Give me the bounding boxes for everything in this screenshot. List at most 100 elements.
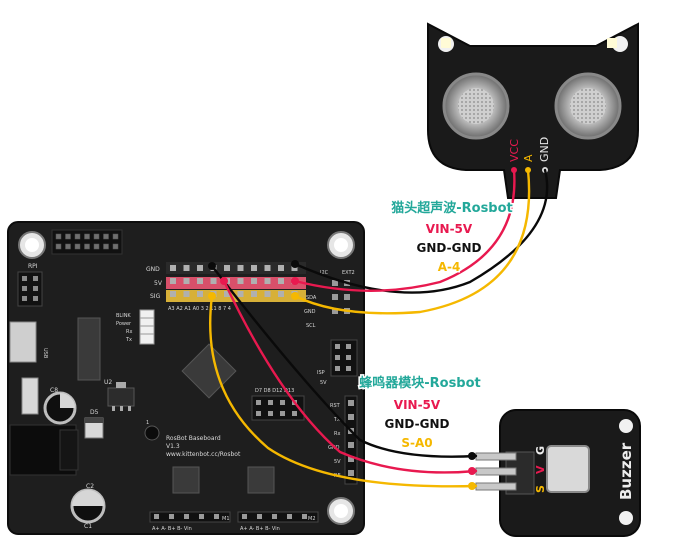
c1-label: C1 <box>84 523 92 530</box>
header-pin <box>154 514 159 519</box>
gnd-right-label: GND <box>304 309 316 315</box>
header-pin <box>332 280 338 286</box>
header-pin <box>214 514 219 519</box>
header-pin <box>224 265 230 271</box>
d-pin-labels: D7 D8 D12 D13 <box>255 388 294 394</box>
header-pin <box>22 296 27 301</box>
header-pin <box>348 400 354 406</box>
header-number-labels: A3 A2 A1 A0 3 2 11 8 7 4 <box>168 306 231 312</box>
usb-label: USB <box>42 348 48 359</box>
tx-label: Tx <box>125 337 132 343</box>
header-pin <box>346 355 351 360</box>
sig-row-label: SIG <box>150 293 161 300</box>
5v-row-label: 5V <box>154 280 163 287</box>
u2-label: U2 <box>104 379 112 386</box>
header-pin <box>33 296 38 301</box>
motor1-pin-labels: A+ A- B+ B- Vin <box>152 526 192 532</box>
m2-label: M2 <box>308 516 316 522</box>
header-pin <box>197 291 203 297</box>
header-pin <box>197 265 203 271</box>
power-label: Power <box>116 321 132 327</box>
ultrasonic-caption: 猫头超声波-Rosbot VIN-5V GND-GND A-4 <box>390 199 515 276</box>
header-pin <box>170 278 176 284</box>
buzzer-caption-gnd: GND-GND <box>385 417 450 431</box>
header-pin <box>183 291 190 297</box>
silk-url: www.kittenbot.cc/Rosbot <box>166 451 241 458</box>
wire-ultrasonic-signal <box>293 168 531 315</box>
header-pin <box>280 411 285 416</box>
header-pin <box>291 265 298 271</box>
header-pin <box>264 265 271 271</box>
c8-label: C8 <box>50 387 58 394</box>
wire-buzzer-vcc <box>222 279 478 474</box>
chip-motor-2 <box>247 466 275 494</box>
buzzer-caption-title: 蜂鸣器模块-Rosbot <box>359 375 481 391</box>
header-pin <box>74 243 81 250</box>
gnd-row-label: GND <box>146 266 160 273</box>
header-pin <box>103 233 109 240</box>
rx-label: Rx <box>126 329 132 335</box>
header-pin <box>344 294 350 300</box>
wire-buzzer-signal <box>209 294 478 488</box>
header-pin <box>55 233 62 240</box>
header-pin <box>224 291 230 297</box>
d5-label: D5 <box>90 409 99 416</box>
ultrasonic-pin-vcc: VCC <box>508 139 521 162</box>
ultrasonic-caption-gnd: GND-GND <box>417 241 482 255</box>
header-pin <box>348 414 354 420</box>
led-indicator <box>144 425 160 441</box>
header-pin <box>346 344 351 349</box>
buzzer-caption: 蜂鸣器模块-Rosbot VIN-5V GND-GND S-A0 <box>358 374 483 452</box>
buzzer-pin-g: G <box>534 446 547 455</box>
header-pin <box>292 411 297 416</box>
isp-label: ISP <box>317 370 325 376</box>
header-pin <box>33 286 38 291</box>
header-pin <box>84 243 90 250</box>
top-header <box>51 229 123 255</box>
ultrasonic-caption-title: 猫头超声波-Rosbot <box>391 200 513 216</box>
header-pin <box>237 291 244 297</box>
regulator-u2 <box>107 387 135 407</box>
c2-label: C2 <box>86 483 94 490</box>
buzzer-caption-vin: VIN-5V <box>394 398 441 412</box>
usb-port <box>9 321 37 363</box>
isp-5v-label: 5V <box>320 380 327 386</box>
tx-pin-label: Tx <box>333 417 340 423</box>
ultrasonic-pin-a: A <box>522 154 535 162</box>
ext2-label: EXT2 <box>342 270 355 276</box>
chip-left <box>77 317 101 381</box>
header-pin <box>335 366 340 371</box>
wire-ultrasonic-vcc <box>293 168 516 292</box>
header-pin <box>199 514 204 519</box>
one-label: 1 <box>146 420 149 426</box>
header-pin <box>280 400 285 405</box>
motor2-pin-labels: A+ A- B+ B- Vin <box>240 526 280 532</box>
header-pin <box>302 514 307 519</box>
header-pin <box>170 291 176 297</box>
rx-pin-label: Rx <box>334 431 340 437</box>
scl-label: SCL <box>306 323 316 329</box>
header-pin <box>112 243 119 250</box>
header-pin <box>332 294 338 300</box>
rst-label: RST <box>330 403 341 409</box>
header-pin <box>242 514 247 519</box>
header-pin <box>332 308 338 314</box>
header-pin <box>287 514 292 519</box>
header-pin <box>264 278 271 284</box>
header-pin <box>93 243 100 250</box>
header-pin <box>278 265 284 271</box>
buzzer-pin-v: V <box>534 465 547 474</box>
header-pin <box>335 344 340 349</box>
header-pin <box>278 278 284 284</box>
header-pin <box>65 243 71 250</box>
buzzer-caption-signal: S-A0 <box>401 436 432 450</box>
buzzer-pin-s: S <box>534 485 547 493</box>
header-pin <box>22 276 27 281</box>
sda-label: SDA <box>306 295 317 301</box>
header-pin <box>55 243 62 250</box>
header-pin <box>256 411 261 416</box>
header-pin <box>183 278 190 284</box>
ultrasonic-cat-module: VCC A GND <box>427 22 639 199</box>
header-pin <box>237 265 244 271</box>
